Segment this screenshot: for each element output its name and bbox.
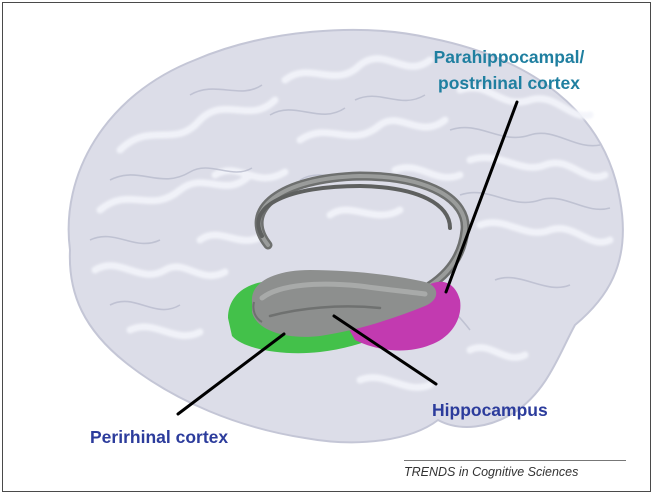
parahippocampal-label-line1: Parahippocampal/ (404, 44, 614, 70)
source-credit: TRENDS in Cognitive Sciences (404, 465, 578, 479)
hippocampus-label: Hippocampus (432, 397, 548, 423)
source-rule (404, 460, 626, 461)
parahippocampal-label: Parahippocampal/ postrhinal cortex (404, 44, 614, 96)
parahippocampal-label-line2: postrhinal cortex (404, 70, 614, 96)
perirhinal-label: Perirhinal cortex (90, 424, 228, 450)
